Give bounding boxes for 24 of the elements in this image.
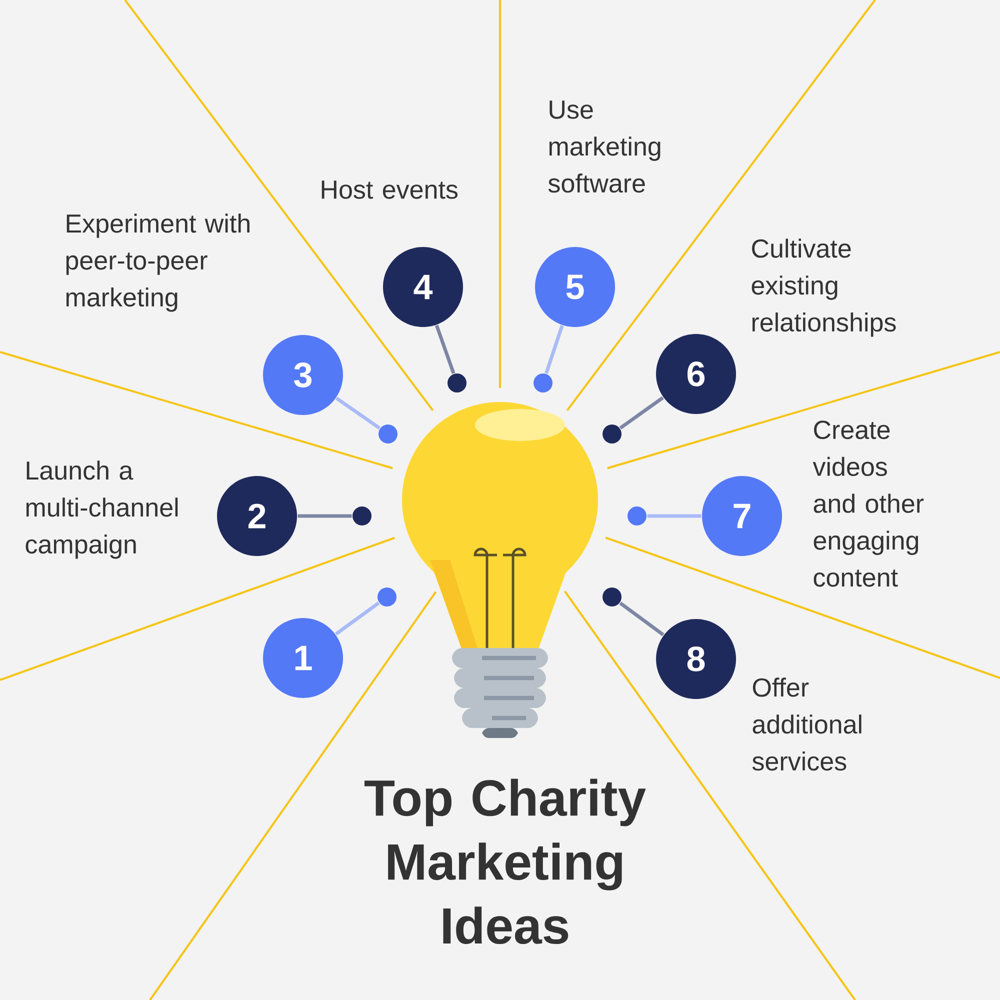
leader-line — [619, 396, 664, 430]
idea-label: Experiment with peer-to-peer marketing — [66, 214, 250, 312]
leader-line — [298, 514, 352, 518]
dot — [602, 424, 622, 444]
dot — [448, 373, 467, 392]
leader-line — [434, 324, 456, 374]
idea-label: Launch a multi-channel campaign — [26, 460, 178, 559]
leader-line — [334, 602, 380, 636]
dot — [378, 424, 398, 444]
dot — [378, 588, 396, 606]
idea-label: Host events — [322, 180, 458, 199]
leader-line — [647, 514, 702, 518]
dot — [352, 506, 372, 526]
leader-line — [335, 396, 381, 430]
idea-label: Cultivate existing relationships — [752, 238, 896, 337]
dot — [628, 506, 647, 526]
leader-line — [544, 325, 564, 374]
idea-label: Create videos and other engaging content — [812, 420, 924, 587]
title: Top Charity Marketing Ideas — [364, 778, 646, 944]
leader-line — [619, 602, 664, 636]
idea-label: Use marketing software — [548, 100, 660, 193]
dot — [602, 588, 622, 606]
idea-label: Offer additional services — [752, 678, 862, 771]
dot — [534, 373, 553, 392]
